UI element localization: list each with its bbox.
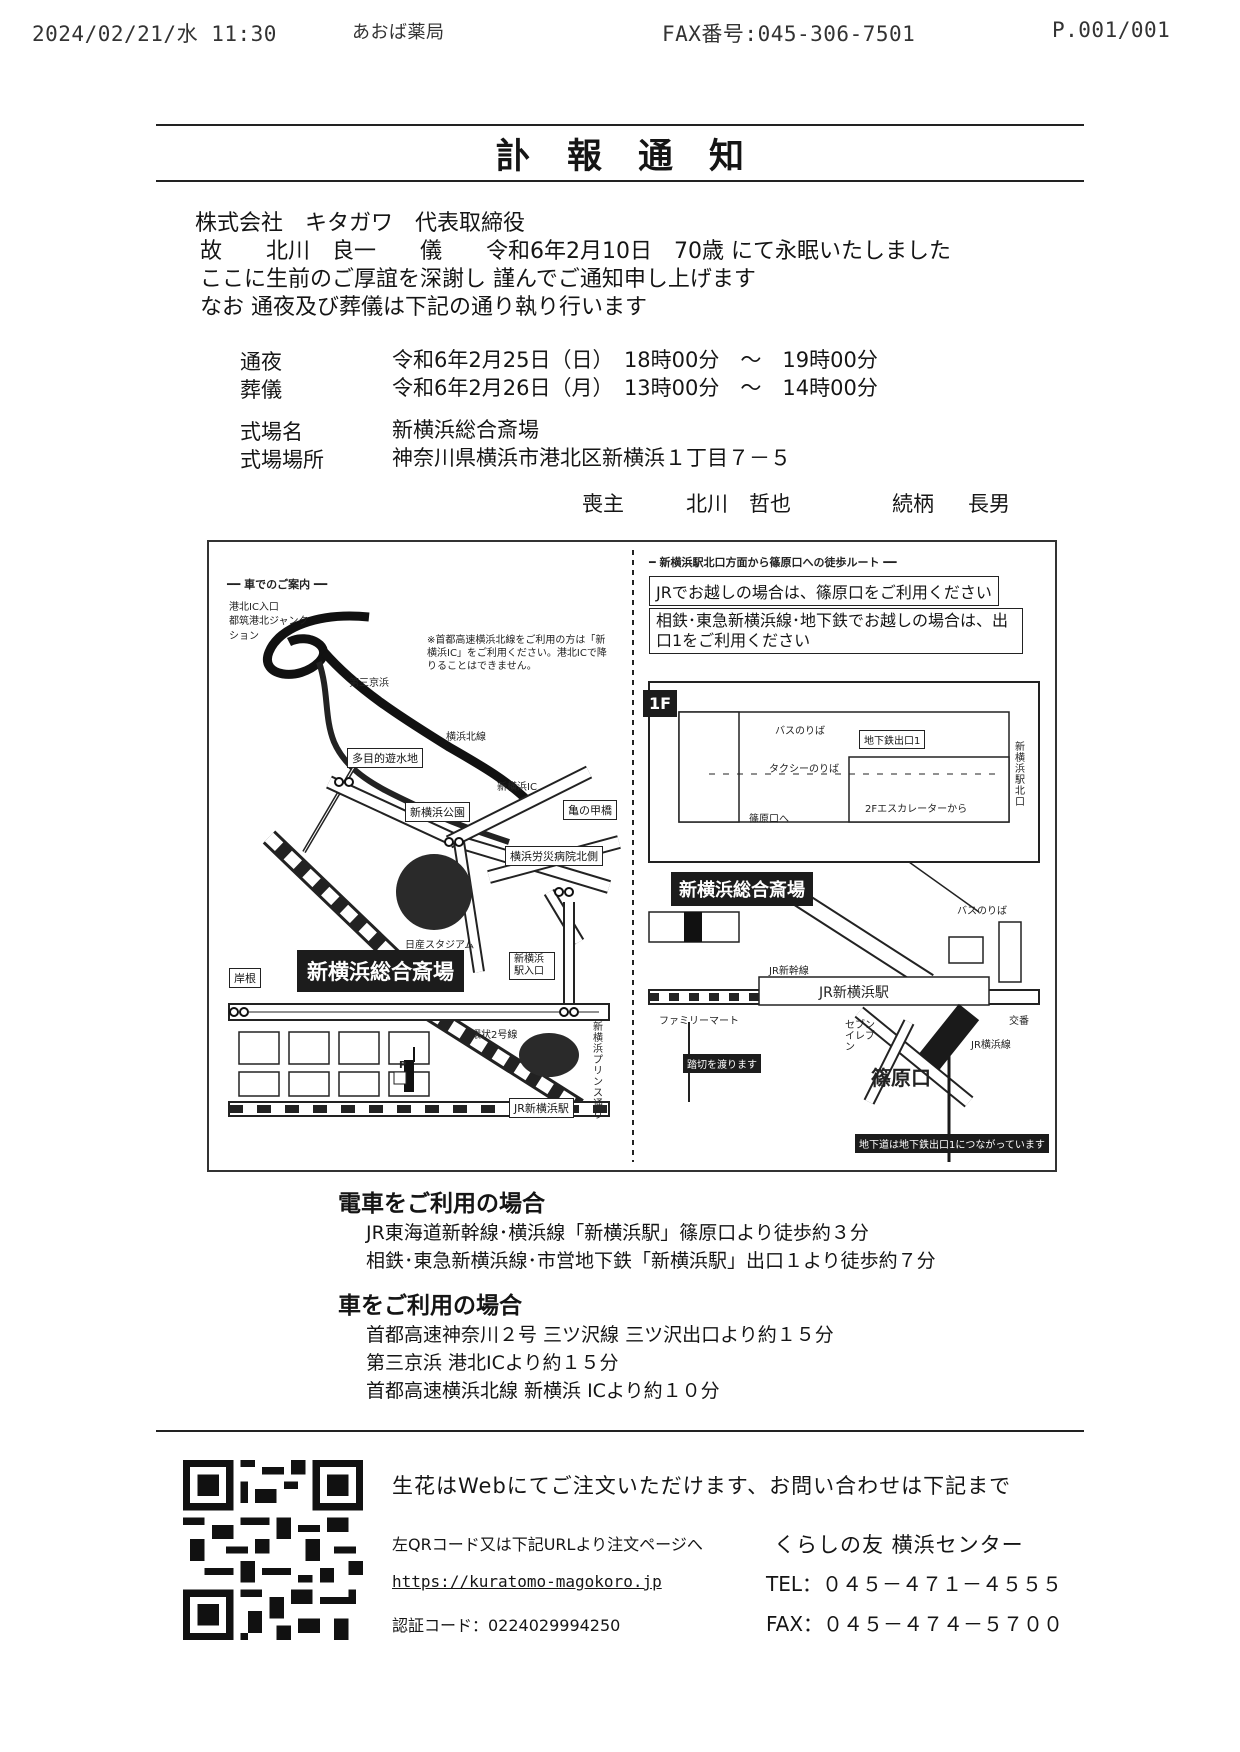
route-road-label: 環状2号線 xyxy=(471,1030,518,1041)
car-access-line-3: 首都高速横浜北線 新横浜 ICより約１０分 xyxy=(366,1380,720,1402)
map-drawing xyxy=(228,550,1040,1162)
fax-page-number: P.001/001 xyxy=(1052,18,1171,42)
order-qr-code[interactable] xyxy=(183,1459,363,1641)
shinyokohama-ic-label: 新横浜IC xyxy=(497,782,537,793)
relation-label: 続柄 xyxy=(892,492,934,516)
shinohara-exit-label: 篠原口 xyxy=(871,1066,931,1090)
familymart-label: ファミリーマート xyxy=(659,1016,739,1027)
ic-entrance-label: 港北IC入口 xyxy=(229,602,279,613)
seven-eleven-label: セブンイレブン xyxy=(845,1020,875,1053)
car-access-heading: 車をご利用の場合 xyxy=(338,1293,522,1319)
venue-name-label: 式場名 xyxy=(240,420,303,444)
kishine-label: 岸根 xyxy=(229,968,261,988)
flower-order-line: 生花はWebにてご注文いただけます、お問い合わせは下記まで xyxy=(392,1474,1012,1498)
station-entrance-label: 新横浜駅入口 xyxy=(509,952,555,980)
fax-sender: あおば薬局 xyxy=(352,22,445,43)
order-url-link[interactable]: https://kuratomo-magokoro.jp xyxy=(392,1572,662,1591)
chief-mourner-name: 北川 哲也 xyxy=(686,492,791,516)
car-access-line-2: 第三京浜 港北ICより約１５分 xyxy=(366,1352,619,1374)
train-access-heading: 電車をご利用の場合 xyxy=(338,1191,545,1217)
jr-yokohama-line-label: JR横浜線 xyxy=(971,1040,1011,1051)
fax-datetime: 2024/02/21/水 11:30 xyxy=(32,22,277,46)
jr-note: JRでお越しの場合は、篠原口をご利用ください xyxy=(649,576,999,606)
hospital-label: 横浜労災病院北側 xyxy=(505,846,603,866)
walking-route-title: ━ 新横浜駅北口方面から篠原口への徒歩ルート ━━ xyxy=(649,556,897,569)
underpass-note: 地下道は地下鉄出口1につながっています xyxy=(855,1134,1049,1153)
funeral-label: 葬儀 xyxy=(240,378,282,402)
ceremony-notice-line: なお 通夜及び葬儀は下記の通り執り行います xyxy=(200,295,647,320)
escalator-label: 2Fエスカレーターから xyxy=(865,804,968,815)
parking-label: P xyxy=(399,1060,407,1071)
tel-number: TEL：０４５－４７１－４５５５ xyxy=(766,1572,1062,1596)
venue-map-label-right: 新横浜総合斎場 xyxy=(671,872,813,906)
wake-label: 通夜 xyxy=(240,350,282,374)
koban-label: 交番 xyxy=(1009,1016,1029,1027)
subway-exit-label: 地下鉄出口1 xyxy=(859,730,926,749)
fax-header: 2024/02/21/水 11:30 あおば薬局 FAX番号:045-306-7… xyxy=(0,0,1240,64)
venue-map-label-left: 新横浜総合斎場 xyxy=(297,950,464,992)
arena-road-label: 新横浜プリンス通り xyxy=(593,1022,603,1121)
jr-station-label-left: JR新横浜駅 xyxy=(509,1098,574,1118)
notice-title: 訃報通知 xyxy=(495,136,780,177)
bus-stop-label-2: バスのりば xyxy=(957,906,1007,917)
deceased-line: 故 北川 良一 儀 令和6年2月10日 70歳 にて永眠いたしました xyxy=(200,239,951,264)
train-access-line-1: JR東海道新幹線･横浜線「新横浜駅」篠原口より徒歩約３分 xyxy=(366,1222,869,1244)
yokohama-kitasen-label: 横浜北線 xyxy=(446,732,486,743)
fax-number: FAX番号:045-306-7501 xyxy=(662,22,916,46)
thanks-line: ここに生前のご厚誼を深謝し 謹んでご通知申し上げます xyxy=(200,267,756,292)
taxi-label: タクシーのりば xyxy=(769,764,839,775)
wake-datetime: 令和6年2月25日（日） 18時00分 ～ 19時00分 xyxy=(392,348,878,372)
train-access-line-2: 相鉄･東急新横浜線･市営地下鉄「新横浜駅」出口１より徒歩約７分 xyxy=(366,1250,936,1272)
title-top-rule xyxy=(156,124,1084,126)
venue-address-label: 式場場所 xyxy=(240,448,324,472)
footer-rule xyxy=(156,1430,1084,1432)
crossing-note: 踏切を渡ります xyxy=(683,1054,761,1073)
car-access-line-1: 首都高速神奈川２号 三ツ沢線 三ツ沢出口より約１５分 xyxy=(366,1324,834,1346)
fax-number-footer: FAX：０４５－４７４－５７００ xyxy=(766,1612,1064,1636)
junction-label: 都筑港北ジャンクション xyxy=(229,616,309,642)
access-map: ━━ 車でのご案内 ━━ 港北IC入口 都筑港北ジャンクション ※首都高速横浜北… xyxy=(207,540,1057,1172)
stadium-label: 日産スタジアム xyxy=(405,940,475,951)
shinohara-direction-label: 篠原口へ xyxy=(749,814,789,825)
kamenokou-label: 亀の甲橋 xyxy=(563,800,617,820)
auth-code: 認証コード：0224029994250 xyxy=(392,1616,621,1635)
title-bottom-rule xyxy=(156,180,1084,182)
chief-mourner-label: 喪主 xyxy=(582,492,624,516)
north-exit-label: 新横浜駅北口 xyxy=(1015,742,1025,808)
qr-note: 左QRコード又は下記URLより注文ページへ xyxy=(392,1535,703,1554)
venue-name: 新横浜総合斎場 xyxy=(392,418,539,442)
car-guide-title: ━━ 車でのご案内 ━━ xyxy=(227,578,328,591)
organization-name: くらしの友 横浜センター xyxy=(774,1533,1024,1557)
daisan-keihin-label: 第三京浜 xyxy=(349,678,389,689)
floor-label: 1F xyxy=(643,690,678,717)
expressway-note: ※首都高速横浜北線をご利用の方は「新横浜IC」をご利用ください。港北ICで降りる… xyxy=(427,635,607,672)
company-line: 株式会社 キタガワ 代表取締役 xyxy=(195,211,526,236)
relation-value: 長男 xyxy=(968,492,1010,516)
jr-shinkansen-label: JR新幹線 xyxy=(769,966,809,977)
bus-stop-label: バスのりば xyxy=(775,726,825,737)
jr-station-label-right: JR新横浜駅 xyxy=(819,985,889,1001)
shinyokohama-park-label: 新横浜公園 xyxy=(405,802,470,822)
subway-note: 相鉄･東急新横浜線･地下鉄でお越しの場合は、出口1をご利用ください xyxy=(649,608,1023,654)
funeral-datetime: 令和6年2月26日（月） 13時00分 ～ 14時00分 xyxy=(392,376,878,400)
venue-address: 神奈川県横浜市港北区新横浜１丁目７－５ xyxy=(392,446,791,470)
tamokuteki-label: 多目的遊水地 xyxy=(347,748,423,768)
